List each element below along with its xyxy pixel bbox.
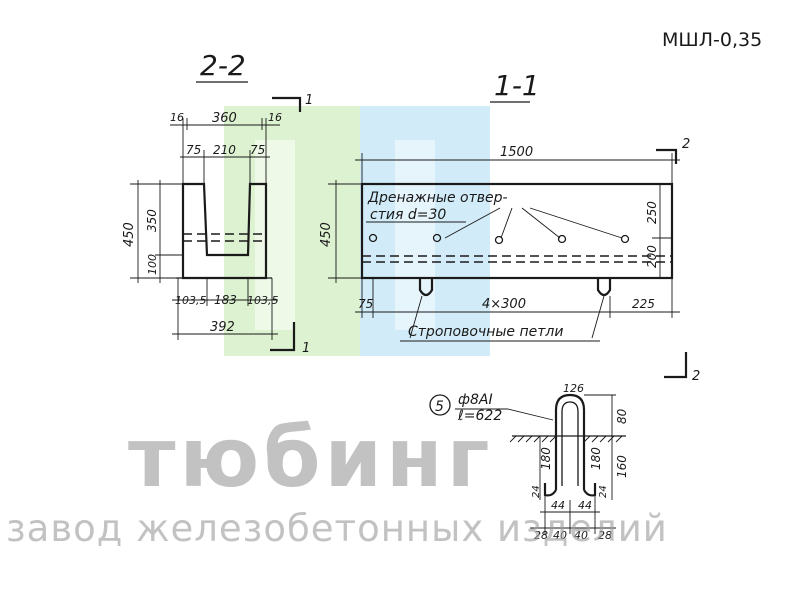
beam-outline	[360, 182, 674, 280]
dim-left-offset: 75	[358, 297, 373, 311]
drainage-hole-1	[368, 233, 378, 243]
watermark-logo-blocks	[224, 106, 490, 356]
loop-leg-right: 180	[589, 447, 603, 470]
dim-beam-height: 450	[319, 222, 334, 247]
dim-overall-top: 360	[212, 111, 237, 126]
loop-length: ℓ=622	[457, 408, 502, 424]
dim-wall-right: 75	[250, 143, 265, 157]
drainage-leader-4	[529, 207, 623, 239]
loop-label-leader	[507, 408, 554, 421]
watermark-green-notch	[255, 140, 295, 330]
loop-foot-right: 44	[578, 499, 592, 512]
loop-bar-outer	[554, 393, 586, 490]
loop-bottom-right: 28	[598, 529, 612, 542]
cut-label-bottom-2: 2	[692, 369, 700, 384]
dim-right-offset: 225	[632, 297, 655, 311]
loop-bottom-mid-left: 40	[553, 529, 567, 542]
loop-detail: 5 ф8АI ℓ=622 126 80 160 180 180 24 2	[429, 382, 629, 542]
section-2-2: 2-2 1 1 16 360 16 75 210 75 450 350	[122, 49, 313, 356]
loops-leader-left	[409, 295, 423, 339]
dim-overall-bottom: 392	[210, 320, 235, 335]
section-1-1-title: 1-1	[494, 69, 540, 102]
drainage-leader-3	[521, 207, 561, 239]
loop-right-height: 160	[615, 455, 629, 478]
loop-hook-left-dim: 24	[531, 485, 542, 498]
dim-upper-height: 350	[145, 209, 159, 232]
loop-hook-right-dim: 24	[598, 485, 609, 498]
product-mark: МШЛ-0,35	[662, 29, 762, 51]
dim-wall-left: 75	[186, 143, 201, 157]
cut-mark-bottom-2	[664, 352, 688, 379]
loops-leader-right	[591, 295, 605, 339]
loop-top-width: 126	[563, 382, 584, 395]
cut-mark-bottom-1	[270, 322, 296, 352]
dim-base-left: 103,5	[175, 294, 207, 307]
dim-right-lower: 200	[645, 245, 659, 268]
lifting-loop-left	[418, 278, 434, 297]
loop-bottom-mid-right: 40	[574, 529, 588, 542]
cut-label-bottom-1: 1	[302, 341, 310, 356]
dim-base-right: 103,5	[247, 294, 279, 307]
cut-label-top-1: 1	[305, 93, 313, 108]
cut-mark-top-1	[272, 96, 302, 112]
drainage-note-line2: стия d=30	[370, 207, 446, 223]
watermark-blue-notch	[395, 140, 435, 330]
dim-edge-left: 16	[170, 111, 184, 124]
dim-length: 1500	[500, 145, 533, 160]
watermark-subtitle: завод железобетонных изделий	[6, 507, 668, 550]
callout-number: 5	[435, 399, 444, 415]
watermark-blue-block	[360, 106, 490, 356]
dim-spacing: 4×300	[482, 297, 526, 312]
loop-hook-left	[543, 483, 557, 497]
drainage-leader-1	[444, 207, 501, 239]
dim-edge-right: 16	[268, 111, 282, 124]
loops-note: Строповочные петли	[408, 324, 563, 340]
surface-hatch	[509, 435, 623, 443]
watermark-brand: тюбинг	[128, 411, 493, 506]
loop-top-height: 80	[615, 408, 629, 424]
drainage-hole-4	[557, 234, 567, 244]
drainage-hole-2	[432, 233, 442, 243]
loop-rebar: ф8АI	[458, 392, 493, 408]
dim-total-height: 450	[122, 222, 137, 247]
loop-bottom-left: 28	[534, 529, 548, 542]
drainage-hole-5	[620, 234, 630, 244]
section-2-2-title: 2-2	[200, 49, 246, 82]
section-1-1: 1-1 2 2 Дренажные отвер- стия d=30 1500	[319, 69, 700, 384]
loop-bar-inner	[561, 401, 579, 486]
drainage-leader-2	[500, 207, 513, 239]
loop-foot-left: 44	[551, 499, 565, 512]
callout-circle	[429, 394, 451, 416]
cut-label-top-2: 2	[682, 137, 690, 152]
cut-mark-top-2	[656, 148, 678, 164]
dim-base-middle: 183	[214, 293, 237, 307]
loop-leg-left: 180	[539, 447, 553, 470]
lifting-loop-right	[596, 278, 612, 297]
drainage-note-line1: Дренажные отвер-	[367, 190, 508, 206]
dim-right-upper: 250	[645, 201, 659, 224]
loop-hook-right	[583, 483, 597, 497]
dim-channel: 210	[213, 143, 236, 157]
dim-bottom-height: 100	[146, 254, 159, 275]
drainage-hole-3	[494, 235, 504, 245]
